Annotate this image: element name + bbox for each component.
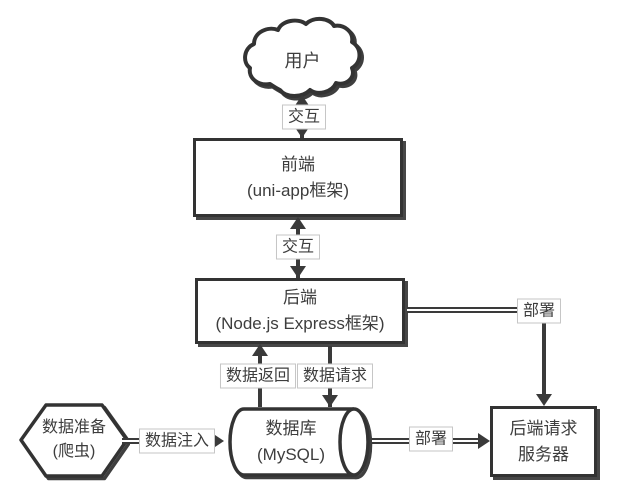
server-subtitle: 服务器 [518, 444, 569, 464]
user-cloud-shape [243, 17, 364, 101]
arrowhead-up-icon [294, 95, 310, 107]
backend-title: 后端 [283, 288, 317, 307]
data-prep-hexagon-shape [19, 403, 130, 481]
frontend-title: 前端 [281, 154, 315, 174]
backend-subtitle: (Node.js Express框架) [215, 314, 385, 333]
edge-deploy-backend-vline [542, 311, 546, 394]
edge-label-data-return: 数据返回 [219, 363, 297, 389]
arrowhead-up-icon [290, 217, 306, 229]
edge-label-deploy-db: 部署 [408, 426, 454, 452]
backend-node: 后端 (Node.js Express框架) [195, 278, 405, 344]
edge-label-interaction-2: 交互 [275, 234, 321, 260]
arrowhead-down-icon [322, 395, 338, 407]
arrowhead-up-icon [252, 344, 268, 356]
arrowhead-right-icon [478, 433, 490, 449]
frontend-subtitle: (uni-app框架) [246, 180, 350, 200]
edge-label-data-inject: 数据注入 [138, 428, 216, 454]
edge-label-data-request: 数据请求 [296, 363, 374, 389]
edge-deploy-backend-hline [407, 307, 546, 313]
frontend-node: 前端 (uni-app框架) [193, 138, 403, 217]
arrowhead-down-icon [536, 394, 552, 406]
server-title: 后端请求 [509, 418, 578, 438]
arrowhead-down-icon [290, 266, 306, 278]
server-node: 后端请求 服务器 [490, 406, 597, 477]
edge-label-deploy-backend: 部署 [516, 298, 562, 324]
database-cylinder-shape [228, 407, 373, 480]
edge-label-interaction-1: 交互 [281, 104, 327, 130]
